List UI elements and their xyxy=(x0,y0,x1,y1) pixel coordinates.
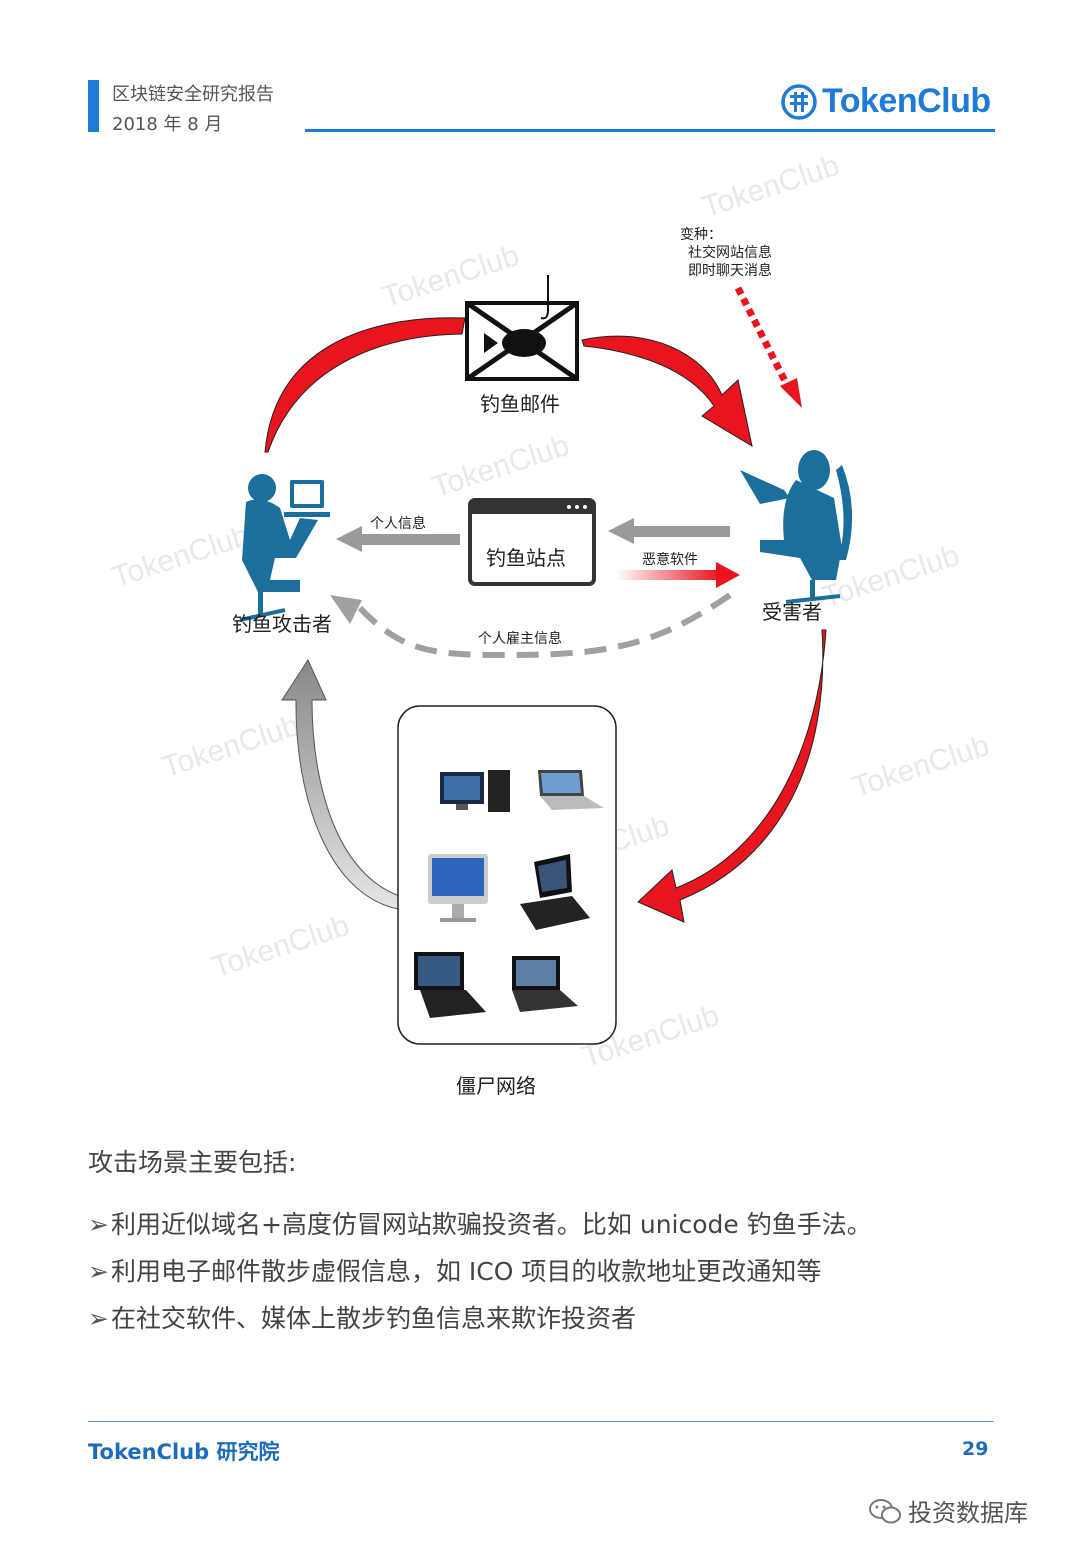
netbook-icon xyxy=(512,956,578,1012)
variant-title: 变种： xyxy=(680,227,722,243)
malware-arrow xyxy=(616,570,720,580)
header-accent-bar xyxy=(88,80,99,132)
footer-divider xyxy=(88,1421,994,1422)
tablet-pc-icon xyxy=(520,854,590,930)
phishing-site-window xyxy=(468,498,596,586)
red-arrow-mail-to-victim xyxy=(581,335,753,448)
desktop-pc-icon xyxy=(440,770,510,812)
footer-org: TokenClub 研究院 xyxy=(88,1440,280,1464)
attack-scenarios-intro: 攻击场景主要包括: xyxy=(88,1148,297,1177)
bullet-text: 在社交软件、媒体上散步钓鱼信息来欺诈投资者 xyxy=(110,1304,636,1333)
report-date: 2018 年 8 月 xyxy=(112,114,223,135)
imac-icon xyxy=(428,854,488,922)
bullet-item: ➢利用电子邮件散步虚假信息，如 ICO 项目的收款地址更改通知等 xyxy=(88,1252,821,1288)
personal-info-label: 个人信息 xyxy=(370,516,426,532)
logo-text: TokenClub xyxy=(822,82,991,120)
bullet-marker: ➢ xyxy=(88,1257,109,1286)
attacker-figure xyxy=(239,474,330,622)
phishing-mail-icon xyxy=(465,275,579,382)
personal-info-arrow xyxy=(360,534,460,545)
bullet-marker: ➢ xyxy=(88,1304,109,1333)
page-number: 29 xyxy=(962,1438,989,1460)
header-divider xyxy=(305,129,995,132)
employer-info-dashed-arrow xyxy=(357,592,732,659)
bullet-item: ➢利用近似域名+高度仿冒网站欺骗投资者。比如 unicode 钓鱼手法。 xyxy=(88,1205,872,1241)
tokenclub-logo: TokenClub xyxy=(780,80,1000,124)
wechat-watermark: 投资数据库 xyxy=(868,1493,1028,1528)
phishing-site-label: 钓鱼站点 xyxy=(486,546,566,570)
red-arrow-victim-to-botnet xyxy=(637,629,827,923)
wechat-icon xyxy=(869,1499,901,1524)
phishing-mail-label: 钓鱼邮件 xyxy=(480,392,560,416)
diagram-graphics xyxy=(239,275,853,1045)
red-arrow-attacker-to-mail xyxy=(264,317,466,453)
victim-to-site-arrow xyxy=(630,526,730,537)
victim-figure xyxy=(740,450,853,604)
bullet-item: ➢在社交软件、媒体上散步钓鱼信息来欺诈投资者 xyxy=(88,1299,636,1335)
bullet-text: 利用电子邮件散步虚假信息，如 ICO 项目的收款地址更改通知等 xyxy=(110,1257,822,1286)
laptop-icon xyxy=(538,770,604,810)
report-title: 区块链安全研究报告 xyxy=(112,84,274,105)
bullet-marker: ➢ xyxy=(88,1210,109,1239)
tokenclub-seal-icon xyxy=(781,84,817,120)
variant-social: 社交网站信息 xyxy=(688,245,772,261)
variant-dotted-arrow xyxy=(734,286,796,397)
employer-info-label: 个人雇主信息 xyxy=(478,631,562,647)
convertible-laptop-icon xyxy=(414,952,486,1018)
botnet-label: 僵尸网络 xyxy=(456,1074,536,1098)
victim-label: 受害者 xyxy=(762,600,822,624)
gray-arrow-botnet-to-attacker xyxy=(281,658,407,911)
attacker-label: 钓鱼攻击者 xyxy=(232,612,332,636)
malware-label: 恶意软件 xyxy=(642,552,698,568)
bullet-text: 利用近似域名+高度仿冒网站欺骗投资者。比如 unicode 钓鱼手法。 xyxy=(110,1210,872,1239)
variant-chat: 即时聊天消息 xyxy=(688,263,772,279)
phishing-attack-diagram: TokenClub TokenClub TokenClub TokenClub … xyxy=(0,140,1080,1120)
wechat-account-name: 投资数据库 xyxy=(908,1499,1028,1527)
